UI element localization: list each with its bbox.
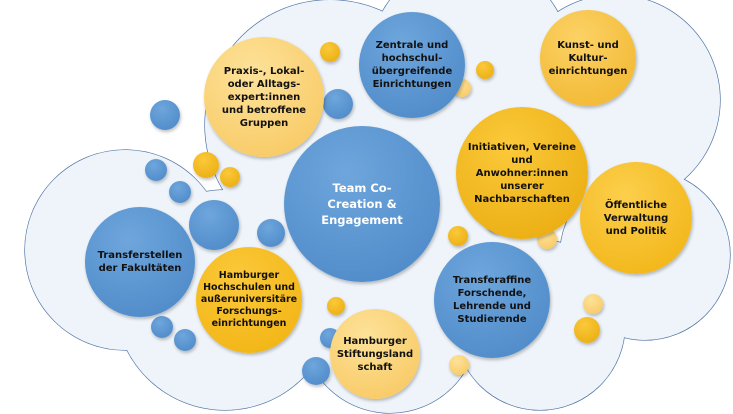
decorative-dot — [189, 200, 239, 250]
decorative-dot — [302, 357, 330, 385]
node-praxis-experten: Praxis-, Lokal- oder Alltags-expert:inne… — [204, 37, 324, 157]
decorative-dot — [145, 159, 167, 181]
decorative-dot — [448, 226, 468, 246]
decorative-dot — [150, 100, 180, 130]
decorative-dot — [169, 181, 191, 203]
node-label: Hamburger Stiftungsland schaft — [336, 335, 414, 373]
decorative-dot — [320, 42, 340, 62]
decorative-dot — [193, 152, 219, 178]
node-label: Hamburger Hochschulen und außeruniversit… — [200, 270, 298, 329]
decorative-dot — [583, 294, 603, 314]
node-transferaffine: Transferaffine Forschende, Lehrende und … — [434, 242, 550, 358]
node-team-co-creation: Team Co-Creation & Engagement — [284, 126, 440, 282]
decorative-dot — [327, 297, 345, 315]
node-label: Team Co-Creation & Engagement — [321, 181, 403, 227]
decorative-dot — [574, 317, 600, 343]
node-initiativen: Initiativen, Vereine und Anwohner:innen … — [456, 107, 588, 239]
node-stiftungslandschaft: Hamburger Stiftungsland schaft — [330, 309, 420, 399]
node-label: Transferaffine Forschende, Lehrende und … — [452, 275, 532, 325]
node-transferstellen: Transferstellen der Fakultäten — [85, 207, 195, 317]
decorative-dot — [449, 355, 469, 375]
node-label: Kunst- und Kultur-einrichtungen — [548, 39, 628, 77]
decorative-dot — [476, 61, 494, 79]
node-verwaltung-politik: Öffentliche Verwaltung und Politik — [580, 162, 692, 274]
decorative-dot — [174, 329, 196, 351]
node-label: Zentrale und hochschul-übergreifende Ein… — [371, 40, 453, 90]
node-label: Öffentliche Verwaltung und Politik — [603, 199, 669, 237]
node-label: Transferstellen der Fakultäten — [97, 250, 183, 274]
decorative-dot — [323, 89, 353, 119]
node-hamburger-hochschulen: Hamburger Hochschulen und außeruniversit… — [196, 247, 302, 353]
node-zentrale-einrichtungen: Zentrale und hochschul-übergreifende Ein… — [359, 12, 465, 118]
decorative-dot — [257, 219, 285, 247]
node-kunst-kultur: Kunst- und Kultur-einrichtungen — [540, 10, 636, 106]
node-label: Praxis-, Lokal- oder Alltags-expert:inne… — [221, 65, 307, 129]
node-label: Initiativen, Vereine und Anwohner:innen … — [467, 141, 577, 205]
decorative-dot — [220, 167, 240, 187]
decorative-dot — [151, 316, 173, 338]
